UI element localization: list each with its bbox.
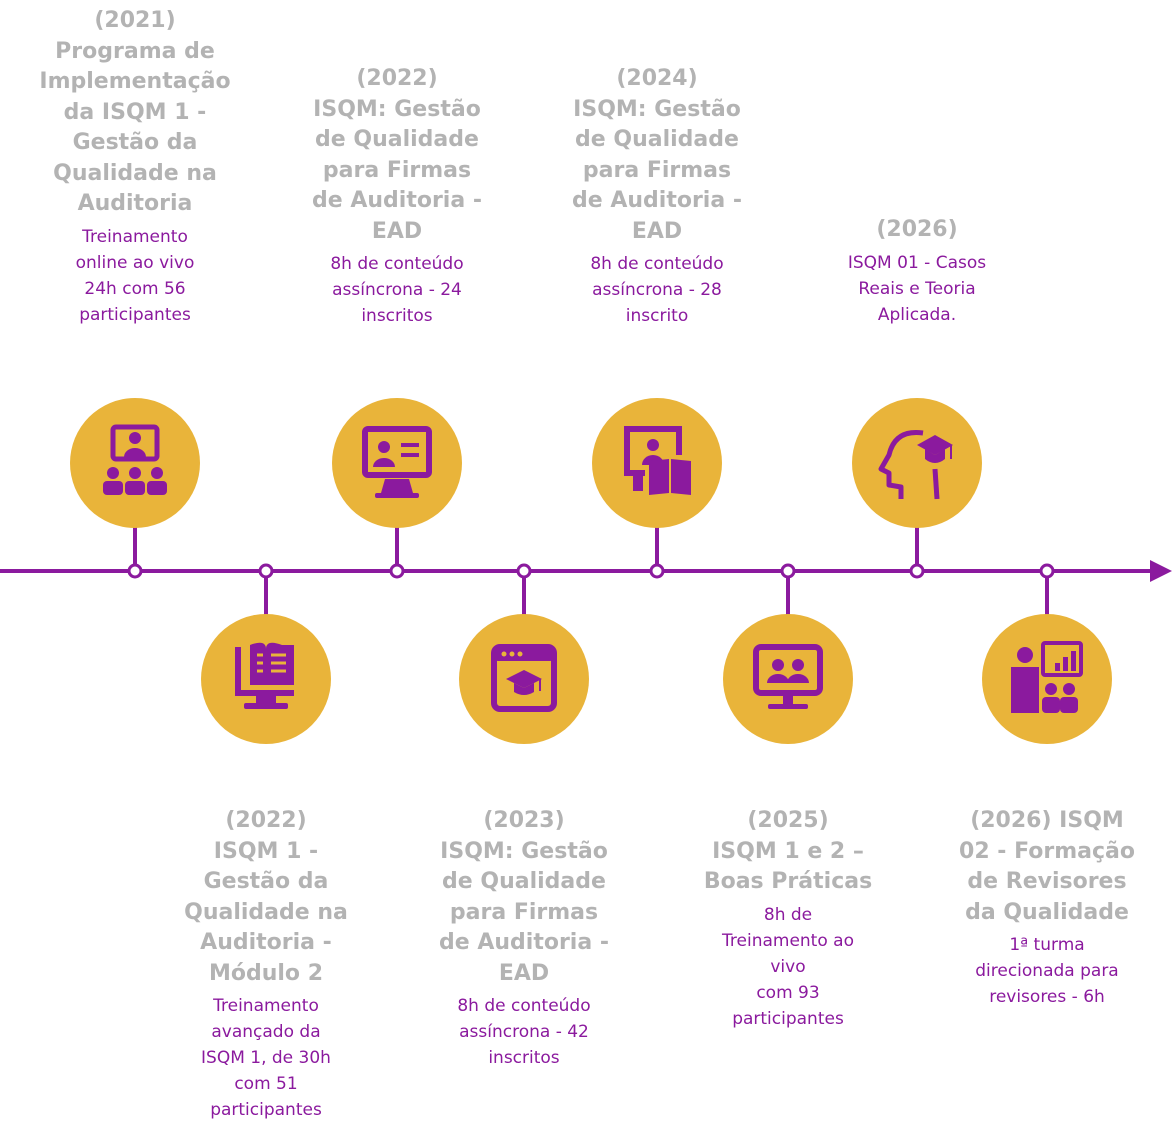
timeline-node-3 [389,563,405,579]
monitor-person-icon [362,426,432,498]
monitor-book-icon [235,642,294,709]
milestone-8-description: 1ª turma direcionada para revisores - 6h [975,935,1119,1007]
milestone-2-description: Treinamento avançado da ISQM 1, de 30h c… [201,996,331,1120]
milestone-8-text: (2026) ISQM 02 - Formação de Revisores d… [927,806,1167,1010]
milestone-8-title: (2026) ISQM 02 - Formação de Revisores d… [959,808,1135,925]
milestone-1-description: Treinamento online ao vivo 24h com 56 pa… [75,226,195,325]
timeline-node-7 [909,563,925,579]
timeline-node-1 [127,563,143,579]
milestone-6-text: (2025) ISQM 1 e 2 – Boas Práticas 8h de … [668,806,908,1032]
milestone-4-description: 8h de conteúdo assíncrona - 42 inscritos [457,996,591,1068]
milestone-7-title: (2026) [876,217,958,242]
timeline-arrowhead [1150,560,1172,582]
timeline-node-6 [780,563,796,579]
timeline-node-2 [258,563,274,579]
timeline-node-8 [1039,563,1055,579]
milestone-1-title: (2021) Programa de Implementação da ISQM… [39,8,231,216]
milestone-circle-1 [70,398,200,528]
milestone-3-description: 8h de conteúdo assíncrona - 24 inscritos [330,254,464,326]
milestone-6-description: 8h de Treinamento ao vivo com 93 partici… [722,904,854,1029]
presenter-chart-icon [1011,641,1083,713]
milestone-4-text: (2023) ISQM: Gestão de Qualidade para Fi… [404,806,644,1071]
milestone-3-title: (2022) ISQM: Gestão de Qualidade para Fi… [312,66,482,244]
milestone-circle-8 [982,614,1112,744]
milestone-5-text: (2024) ISQM: Gestão de Qualidade para Fi… [537,64,777,329]
milestone-circle-7 [852,398,982,528]
milestone-7-text: (2026) ISQM 01 - Casos Reais e Teoria Ap… [797,215,1037,328]
timeline-node-4 [516,563,532,579]
screen-group-icon [753,644,823,709]
milestone-1-text: (2021) Programa de Implementação da ISQM… [15,6,255,328]
browser-graduation-cap-icon [491,644,557,712]
milestone-circle-3 [332,398,462,528]
milestone-4-title: (2023) ISQM: Gestão de Qualidade para Fi… [439,808,609,986]
milestone-2-title: (2022) ISQM 1 - Gestão da Qualidade na A… [184,808,348,986]
head-graduation-cap-icon [878,429,953,500]
screen-book-person-icon [624,426,691,495]
milestone-2-text: (2022) ISQM 1 - Gestão da Qualidade na A… [146,806,386,1123]
milestone-7-description: ISQM 01 - Casos Reais e Teoria Aplicada. [847,252,987,325]
milestone-5-description: 8h de conteúdo assíncrona - 28 inscrito [590,254,724,326]
milestone-6-title: (2025) ISQM 1 e 2 – Boas Práticas [703,808,873,894]
milestone-5-title: (2024) ISQM: Gestão de Qualidade para Fi… [572,66,742,244]
milestone-circle-6 [723,614,853,744]
milestone-3-text: (2022) ISQM: Gestão de Qualidade para Fi… [277,64,517,329]
video-conference-icon [103,424,167,495]
timeline-node-5 [649,563,665,579]
